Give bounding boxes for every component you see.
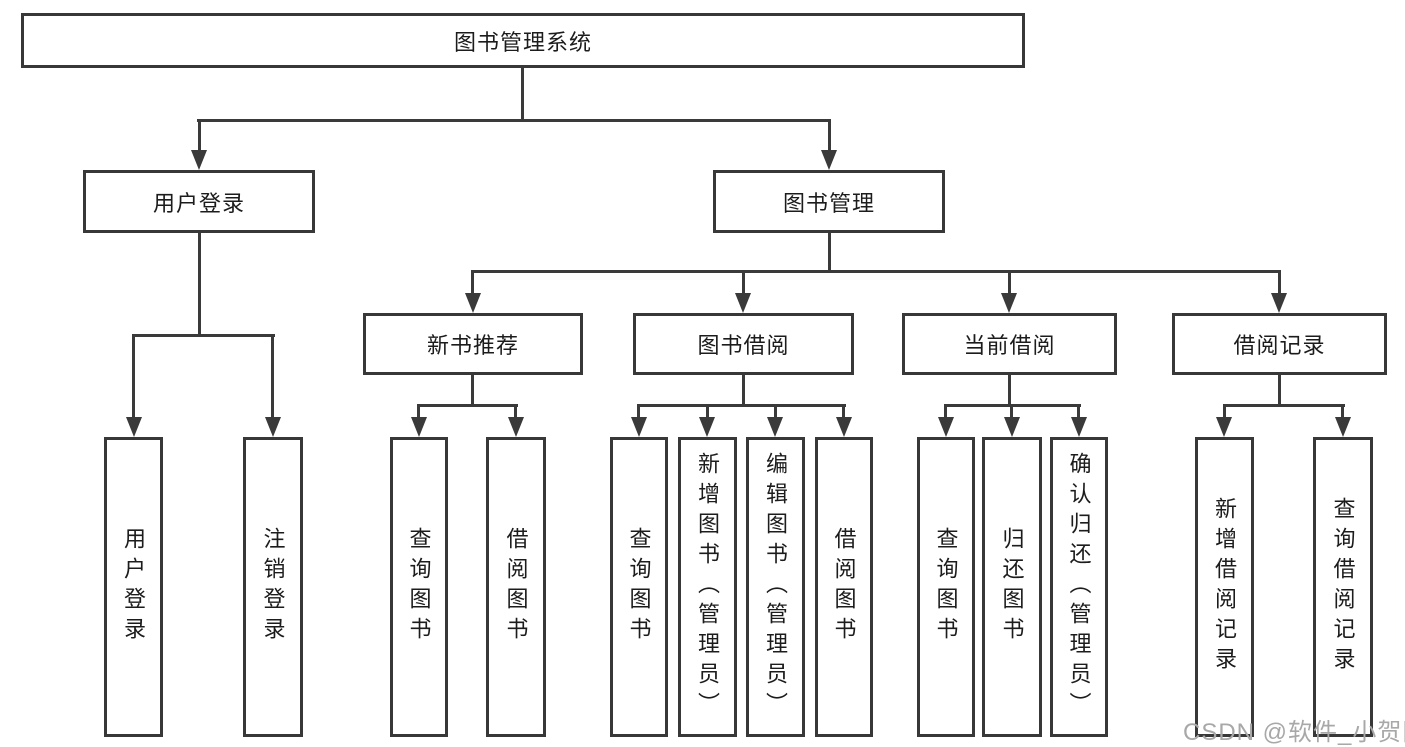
leaf-query-books-borrow: 查询图书 xyxy=(610,437,668,737)
node-user-login: 用户登录 xyxy=(83,170,315,233)
leaf-query-borrow-record: 查询借阅记录 xyxy=(1313,437,1373,737)
connector-line xyxy=(132,334,275,337)
arrowhead-down-icon xyxy=(191,150,207,170)
arrowhead-down-icon xyxy=(1001,293,1017,313)
connector-line xyxy=(417,404,420,419)
node-label: 当前借阅 xyxy=(963,333,1056,358)
node-current-borrowing: 当前借阅 xyxy=(902,313,1117,375)
leaf-query-books-current: 查询图书 xyxy=(917,437,975,737)
arrowhead-down-icon xyxy=(767,417,783,437)
connector-line xyxy=(471,270,474,295)
arrowhead-down-icon xyxy=(631,417,647,437)
connector-line xyxy=(944,404,947,419)
node-label: 查询图书 xyxy=(406,527,432,647)
leaf-borrow-books-recommend: 借阅图书 xyxy=(486,437,546,737)
connector-line xyxy=(742,270,745,295)
connector-line xyxy=(1010,404,1013,419)
connector-line xyxy=(417,404,518,407)
connector-line xyxy=(471,270,1281,273)
node-borrowing-records: 借阅记录 xyxy=(1172,313,1387,375)
connector-line xyxy=(742,375,745,407)
node-label: 编辑图书（管理员） xyxy=(763,452,789,722)
connector-line xyxy=(471,375,474,407)
connector-line xyxy=(842,404,845,419)
node-label: 借阅记录 xyxy=(1233,333,1326,358)
node-label: 用户登录 xyxy=(152,190,245,216)
connector-line xyxy=(1341,404,1344,419)
leaf-edit-books-admin: 编辑图书（管理员） xyxy=(746,437,805,737)
leaf-borrow-books: 借阅图书 xyxy=(815,437,873,737)
node-label: 新书推荐 xyxy=(426,333,519,358)
connector-line xyxy=(271,334,274,419)
leaf-user-login: 用户登录 xyxy=(104,437,163,737)
leaf-add-borrow-record: 新增借阅记录 xyxy=(1195,437,1254,737)
node-label: 查询图书 xyxy=(626,527,652,647)
node-label: 借阅图书 xyxy=(503,527,529,647)
node-label: 图书借阅 xyxy=(697,333,790,358)
connector-line xyxy=(1223,404,1345,407)
node-label: 用户登录 xyxy=(121,527,147,647)
arrowhead-down-icon xyxy=(938,417,954,437)
connector-line xyxy=(637,404,640,419)
node-label: 查询借阅记录 xyxy=(1330,497,1356,677)
node-label: 归还图书 xyxy=(999,527,1025,647)
arrowhead-down-icon xyxy=(1335,417,1351,437)
arrowhead-down-icon xyxy=(465,293,481,313)
connector-line xyxy=(706,404,709,419)
leaf-query-books-recommend: 查询图书 xyxy=(390,437,448,737)
node-label: 新增图书（管理员） xyxy=(695,452,721,722)
connector-line xyxy=(514,404,517,419)
connector-line xyxy=(1223,404,1226,419)
connector-line xyxy=(637,404,846,407)
node-new-book-recommendation: 新书推荐 xyxy=(363,313,583,375)
connector-line xyxy=(197,119,831,122)
connector-line xyxy=(1077,404,1080,419)
node-label: 图书管理系统 xyxy=(453,29,592,55)
node-book-management: 图书管理 xyxy=(713,170,945,233)
arrowhead-down-icon xyxy=(1004,417,1020,437)
arrowhead-down-icon xyxy=(265,417,281,437)
node-label: 注销登录 xyxy=(260,527,286,647)
connector-line xyxy=(1278,270,1281,295)
arrowhead-down-icon xyxy=(1071,417,1087,437)
connector-line xyxy=(1008,375,1011,407)
arrowhead-down-icon xyxy=(126,417,142,437)
arrowhead-down-icon xyxy=(836,417,852,437)
node-label: 图书管理 xyxy=(782,190,875,216)
csdn-watermark: CSDN @软件_小贺同学 xyxy=(1183,719,1405,746)
leaf-confirm-return-admin: 确认归还（管理员） xyxy=(1050,437,1108,737)
connector-line xyxy=(1008,270,1011,295)
connector-line xyxy=(521,68,524,121)
arrowhead-down-icon xyxy=(699,417,715,437)
connector-line xyxy=(132,334,135,419)
node-label: 借阅图书 xyxy=(831,527,857,647)
arrowhead-down-icon xyxy=(1271,293,1287,313)
leaf-return-books: 归还图书 xyxy=(982,437,1042,737)
arrowhead-down-icon xyxy=(1216,417,1232,437)
arrowhead-down-icon xyxy=(821,150,837,170)
connector-line xyxy=(774,404,777,419)
connector-line xyxy=(828,119,831,153)
node-label: 查询图书 xyxy=(933,527,959,647)
node-label: 新增借阅记录 xyxy=(1212,497,1238,677)
arrowhead-down-icon xyxy=(508,417,524,437)
leaf-logout: 注销登录 xyxy=(243,437,303,737)
node-library-management-system: 图书管理系统 xyxy=(21,13,1025,68)
arrowhead-down-icon xyxy=(411,417,427,437)
connector-line xyxy=(198,233,201,337)
connector-line xyxy=(1278,375,1281,407)
connector-line xyxy=(198,119,201,153)
arrowhead-down-icon xyxy=(735,293,751,313)
leaf-add-books-admin: 新增图书（管理员） xyxy=(678,437,737,737)
node-book-borrowing: 图书借阅 xyxy=(633,313,854,375)
node-label: 确认归还（管理员） xyxy=(1066,452,1092,722)
connector-line xyxy=(828,233,831,273)
